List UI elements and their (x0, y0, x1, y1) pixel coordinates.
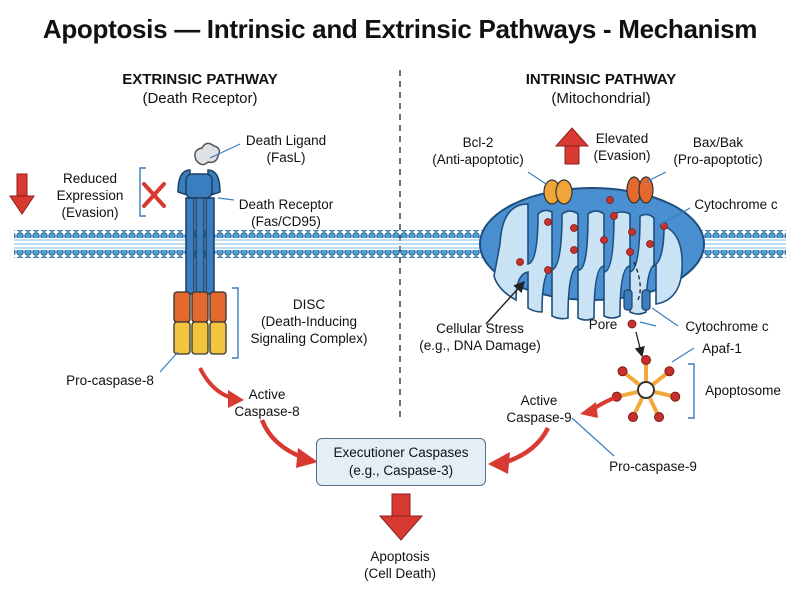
cytochrome-c-bottom-label: Cytochrome c (685, 319, 769, 334)
bax-bak-protein-shape (626, 176, 654, 204)
cytochrome-c-top-label: Cytochrome c (694, 197, 778, 212)
red-x-mark (142, 182, 166, 208)
bcl2-protein-shape (543, 179, 573, 205)
apoptosome-bracket (688, 363, 695, 419)
extrinsic-heading: EXTRINSIC PATHWAY (Death Receptor) (95, 70, 305, 108)
pro-caspase-9-label: Pro-caspase-9 (609, 459, 697, 474)
intrinsic-title: INTRINSIC PATHWAY (525, 71, 677, 88)
arrow-to-apoptosis (378, 493, 424, 541)
extrinsic-title: EXTRINSIC PATHWAY (122, 71, 278, 88)
pro-caspase-8-label: Pro-caspase-8 (66, 373, 154, 388)
disc-bracket (232, 287, 239, 359)
apoptosome-caspase-dot (670, 391, 681, 402)
executioner-caspases-box: Executioner Caspases (e.g., Caspase-3) (316, 438, 486, 486)
apoptosome-label: Apoptosome (705, 383, 781, 398)
apoptosome-caspase-dot (641, 355, 651, 365)
disc-complex-shape (173, 291, 227, 355)
apoptosome-spoke (654, 390, 672, 398)
death-receptor-label: Death Receptor(Fas/CD95) (238, 197, 334, 229)
released-cytochrome-c (627, 319, 637, 329)
receptor-bracket (139, 167, 146, 217)
apoptosome-spoke (624, 372, 641, 386)
apoptosome-spokes (611, 355, 681, 423)
cytochrome-c-dots (516, 196, 668, 274)
apoptosome-spoke (651, 372, 668, 386)
apoptosome-spoke (648, 397, 660, 415)
apoptosome-caspase-dot (654, 412, 665, 423)
elevated-label: Elevated(Evasion) (593, 131, 651, 163)
bcl2-label: Bcl-2(Anti-apoptotic) (432, 135, 524, 167)
apoptosome-caspase-dot (617, 366, 628, 377)
pore-shape (623, 289, 651, 311)
apoptosome-caspase-dot (627, 412, 638, 423)
intrinsic-heading: INTRINSIC PATHWAY (Mitochondrial) (496, 70, 706, 108)
arrow-caspase9-to-executioner (505, 426, 551, 465)
death-ligand-shape (194, 142, 221, 166)
pore-label: Pore (588, 317, 618, 332)
bax-bak-label: Bax/Bak(Pro-apoptotic) (673, 135, 763, 167)
apoptosome-shape (637, 381, 655, 399)
page-title: Apoptosis — Intrinsic and Extrinsic Path… (42, 14, 758, 44)
executioner-example: (e.g., Caspase-3) (348, 463, 454, 478)
apoptosome-spoke (620, 390, 638, 398)
death-ligand-label: Death Ligand(FasL) (245, 133, 327, 165)
apoptosome-caspase-dot (664, 366, 675, 377)
apoptosome-spoke (632, 397, 644, 415)
executioner-title: Executioner Caspases (333, 445, 469, 460)
apaf1-label: Apaf-1 (702, 341, 742, 356)
extrinsic-subtitle: (Death Receptor) (142, 90, 258, 107)
cellular-stress-label: Cellular Stress(e.g., DNA Damage) (419, 321, 541, 353)
reduced-expression-arrow (9, 173, 35, 215)
mitochondrion-shape (479, 187, 705, 321)
apoptosis-outcome-label: Apoptosis(Cell Death) (363, 549, 437, 581)
death-receptor-shape (177, 169, 221, 295)
elevated-arrow (554, 127, 590, 165)
intrinsic-subtitle: (Mitochondrial) (551, 90, 651, 107)
